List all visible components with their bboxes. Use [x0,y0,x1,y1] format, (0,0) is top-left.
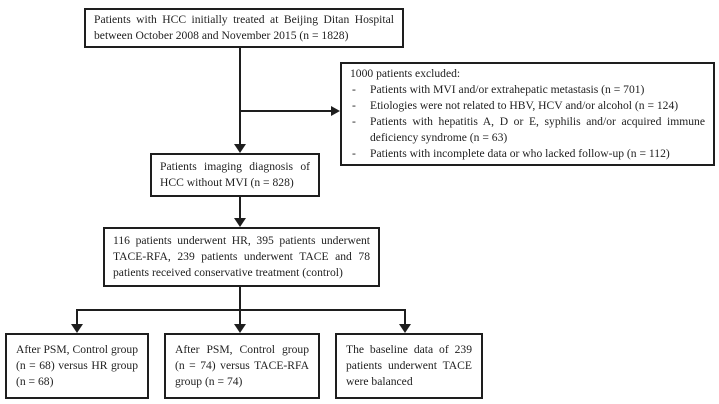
box-imaging-diagnosis: Patients imaging diagnosis of HCC withou… [150,153,320,197]
connector-treatment-stem [239,287,241,311]
arrowhead-down-icon [234,324,246,333]
excluded-item: - Etiologies were not related to HBV, HC… [350,98,705,114]
excluded-item-text: Etiologies were not related to HBV, HCV … [370,99,679,112]
excluded-header: 1000 patients excluded: [350,67,461,80]
dash-bullet: - [352,115,356,128]
arrowhead-right-icon [331,106,340,116]
box-treatment-groups: 116 patients underwent HR, 395 patients … [103,227,380,287]
connector-initial-to-diagnosis [239,48,241,144]
box-psm-control-vs-tace-rfa: After PSM, Control group (n = 74) versus… [164,333,320,399]
connector-to-excluded [240,110,332,112]
excluded-item: - Patients with MVI and/or extrahepatic … [350,82,705,98]
dash-bullet: - [352,83,356,96]
box-initial-cohort: Patients with HCC initially treated at B… [84,8,404,48]
excluded-item-text: Patients with MVI and/or extrahepatic me… [370,83,645,96]
arrowhead-down-icon [399,324,411,333]
dash-bullet: - [352,99,356,112]
excluded-item-text: Patients with incomplete data or who lac… [370,147,670,160]
dash-bullet: - [352,147,356,160]
connector-branch-middle [239,311,241,325]
connector-diagnosis-to-treatment [239,197,241,218]
box-excluded-patients: 1000 patients excluded: - Patients with … [340,62,715,166]
connector-branch-right [404,311,406,325]
excluded-item: - Patients with incomplete data or who l… [350,146,705,162]
excluded-item: - Patients with hepatitis A, D or E, syp… [350,114,705,146]
arrowhead-down-icon [71,324,83,333]
connector-branch-left [76,311,78,325]
excluded-item-text: Patients with hepatitis A, D or E, syphi… [370,115,705,144]
box-psm-control-vs-hr: After PSM, Control group (n = 68) versus… [5,333,149,399]
arrowhead-down-icon [234,144,246,153]
connector-branch-bar [76,309,406,311]
box-tace-baseline-balanced: The baseline data of 239 patients underw… [335,333,483,399]
arrowhead-down-icon [234,218,246,227]
